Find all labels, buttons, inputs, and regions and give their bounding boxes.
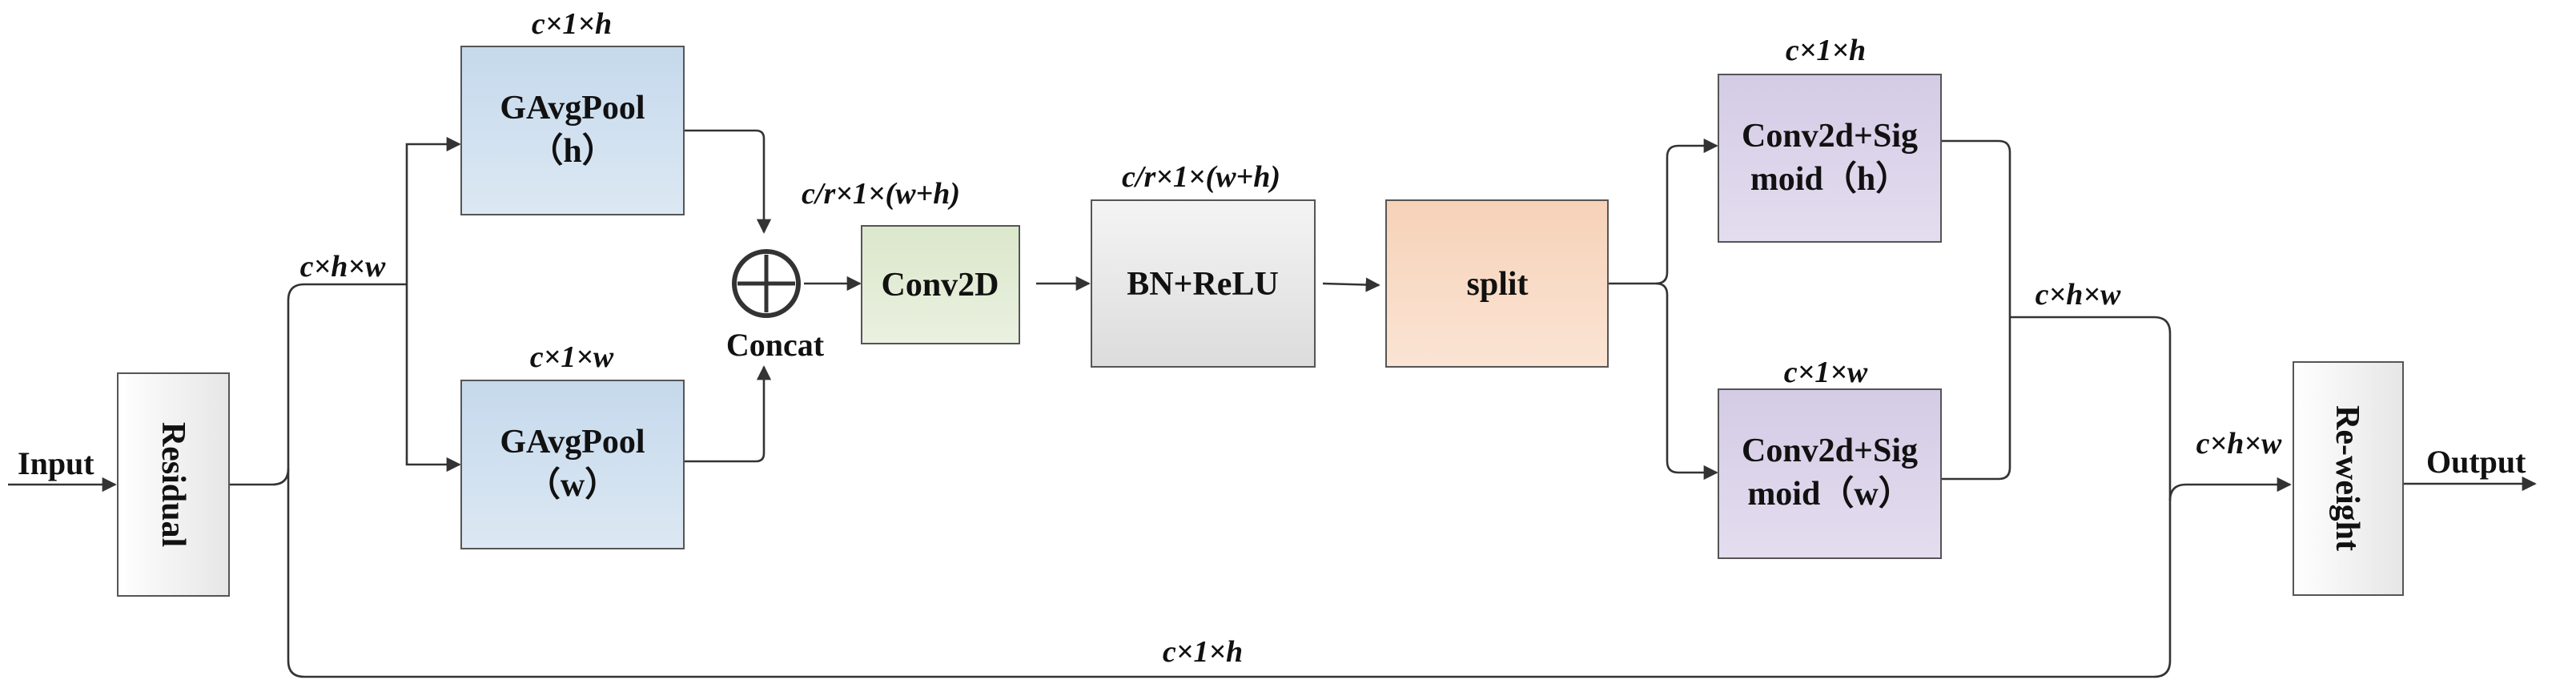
gavgpool-h-line2: （h） <box>529 132 615 170</box>
bn-relu-box <box>1091 199 1316 368</box>
split-to-sig-w <box>1655 282 1718 481</box>
reweight-box <box>2293 361 2404 596</box>
dim-pool-w: c×1×w <box>530 340 614 374</box>
gavgpool-h-line1: GAvgPool <box>500 90 645 127</box>
dim-merge: c×h×w <box>2035 278 2121 312</box>
sig-outputs <box>1941 139 2011 481</box>
conv-sig-w-block: Conv2d+Sig moid（w） <box>1718 388 1942 559</box>
conv-sig-w-line1: Conv2d+Sig <box>1742 432 1918 469</box>
bottom-path <box>287 469 2292 678</box>
concat-node: Concat <box>726 249 825 363</box>
gavgpool-w-box <box>460 380 685 549</box>
to-gavgpool-w <box>405 284 461 473</box>
conv2d-label: Conv2D <box>881 267 999 304</box>
gavgpool-w-to-concat <box>684 365 772 463</box>
dim-pool-h: c×1×h <box>532 7 612 41</box>
dim-bottom-path: c×1×h <box>1163 635 1243 669</box>
split-block: split <box>1385 199 1609 368</box>
dim-sig-h: c×1×h <box>1786 34 1866 67</box>
residual-box <box>117 372 230 597</box>
bn-relu-block: BN+ReLU <box>1091 199 1316 368</box>
bn-relu-label: BN+ReLU <box>1127 266 1279 303</box>
bn-to-split <box>1322 277 1380 292</box>
conv-sig-h-block: Conv2d+Sig moid（h） <box>1718 74 1942 243</box>
conv-sig-w-line2: moid（w） <box>1747 475 1911 513</box>
gavgpool-h-to-concat <box>684 129 772 234</box>
gavgpool-w-line1: GAvgPool <box>500 424 645 461</box>
dim-reweight-in: c×h×w <box>2196 427 2282 461</box>
dim-sig-w: c×1×w <box>1784 356 1868 389</box>
conv2d-box <box>861 225 1020 344</box>
gavgpool-h-block: GAvgPool （h） <box>460 46 685 215</box>
concat-label: Concat <box>726 327 825 363</box>
gavgpool-h-box <box>460 46 685 215</box>
split-box <box>1385 199 1609 368</box>
conv-sig-h-box <box>1718 74 1942 243</box>
reweight-label: Re-weight <box>2329 405 2365 551</box>
conv2d-block: Conv2D <box>861 225 1020 344</box>
spine-upper <box>271 283 407 486</box>
split-label: split <box>1466 266 1528 303</box>
merge-to-reweight <box>2010 316 2172 501</box>
to-gavgpool-h <box>405 136 461 284</box>
dim-residual-out: c×h×w <box>300 250 386 284</box>
split-to-sig-h <box>1608 138 1718 285</box>
reweight-block: Re-weight <box>2293 361 2404 596</box>
input-label: Input <box>18 445 94 481</box>
dim-concat-out: c/r×1×(w+h) <box>802 177 960 211</box>
residual-label: Residual <box>155 422 191 547</box>
output-label: Output <box>2426 444 2526 480</box>
dim-conv-out: c/r×1×(w+h) <box>1122 160 1280 194</box>
conv-sig-w-box <box>1718 388 1942 559</box>
gavgpool-w-line2: （w） <box>527 466 618 504</box>
connectors <box>8 129 2537 678</box>
gavgpool-w-block: GAvgPool （w） <box>460 380 685 549</box>
conv-sig-h-line2: moid（h） <box>1750 160 1909 198</box>
residual-block: Residual <box>117 372 230 597</box>
conv-sig-h-line1: Conv2d+Sig <box>1742 118 1918 155</box>
